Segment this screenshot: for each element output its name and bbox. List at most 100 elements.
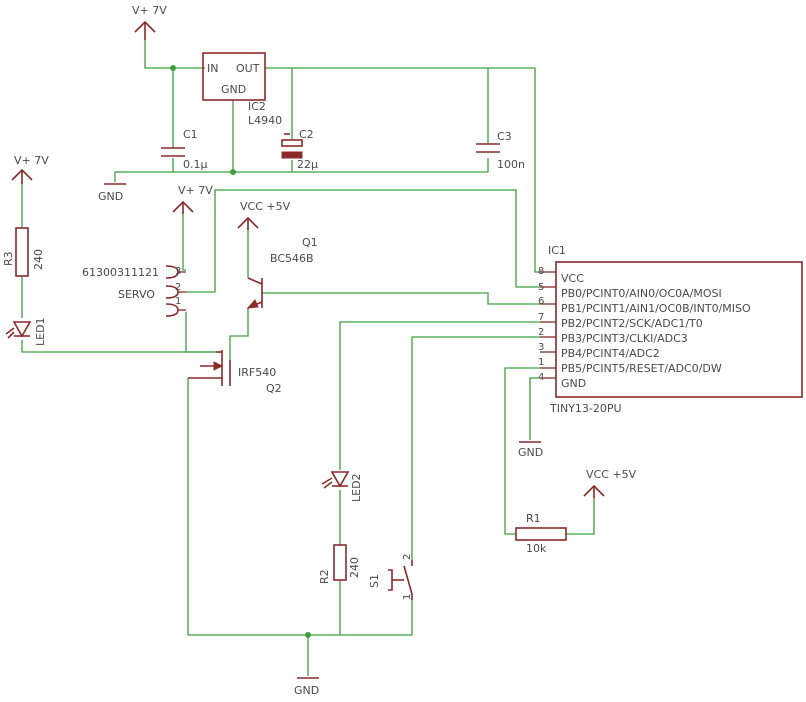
ic2-name: IC2: [248, 100, 266, 113]
q1-value: BC546B: [270, 252, 314, 265]
ic1-pin-num-3: 7: [538, 312, 544, 323]
ic2-pin-out: OUT: [236, 62, 260, 75]
c2-value: 22μ: [297, 158, 318, 171]
servo-connector: 3 2 1 61300311121 SERVO: [82, 265, 186, 317]
servo-pin1: 1: [175, 296, 181, 307]
supply-vcc5-q1: VCC +5V: [237, 200, 291, 230]
ic2-pin-in: IN: [207, 62, 218, 75]
led2-name: LED2: [350, 473, 363, 502]
transistor-q1: Q1 BC546B: [246, 236, 318, 309]
ic1-pin-label-4: PB3/PCINT3/CLKI/ADC3: [561, 332, 688, 345]
supply-vcc5-r1: VCC +5V: [583, 468, 637, 498]
junctions: [170, 65, 311, 638]
supply-vplus7-top: V+ 7V: [132, 4, 167, 40]
junction-vin: [170, 65, 176, 71]
s1-name: S1: [368, 574, 381, 588]
wire-pb2-led2: [339, 321, 540, 470]
wire-servo-vplus: [182, 212, 186, 271]
wire-servo-gnd: [185, 312, 216, 353]
wire-q1-q2: [229, 308, 249, 360]
c3-name: C3: [497, 130, 512, 143]
led-led2: LED2: [321, 471, 363, 502]
r2-name: R2: [318, 569, 331, 584]
wire-ic1-gnd: [529, 377, 540, 440]
s1-pin1: 1: [402, 594, 413, 600]
ic1-pin-num-5: 3: [538, 342, 544, 353]
q2-name: Q2: [266, 382, 282, 395]
ic1-microcontroller: IC1 TINY13-20PU 8 5 6 7 2 3 1 4 VCC PB0/…: [538, 244, 803, 415]
ic2-value: L4940: [248, 114, 282, 127]
ic1-pin-num-0: 8: [538, 266, 544, 277]
q1-name: Q1: [302, 236, 318, 249]
label-vplus7-top: V+ 7V: [132, 4, 167, 17]
wire-pb5-r1: [504, 367, 540, 535]
ic1-pin-num-6: 1: [538, 357, 544, 368]
ic1-pin-label-7: GND: [561, 377, 586, 390]
label-vplus7-left: V+ 7V: [14, 154, 49, 167]
capacitor-c1: C1 0.1μ: [161, 128, 208, 171]
ic1-pin-label-2: PB1/PCINT1/AIN1/OC0B/INT0/MISO: [561, 302, 751, 315]
label-gnd-bottom: GND: [294, 684, 319, 697]
s1-pin2: 2: [402, 554, 413, 560]
supply-vplus7-servo: V+ 7V: [172, 184, 213, 214]
label-vcc5-r1: VCC +5V: [586, 468, 637, 481]
ic1-pin-num-4: 2: [538, 327, 544, 338]
mosfet-q2: IRF540 Q2: [188, 350, 282, 395]
ground-bottom: GND: [294, 677, 319, 697]
capacitor-c2: C2 22μ: [281, 128, 318, 171]
resistor-r1: R1 10k: [515, 512, 567, 555]
wire-pb1-q1: [262, 292, 540, 305]
wire-pb0-servo: [186, 189, 540, 293]
ic1-pin-num-7: 4: [538, 372, 544, 383]
resistor-r3: R3 240: [2, 227, 45, 277]
wire-vin: [144, 40, 205, 69]
label-vplus7-servo: V+ 7V: [178, 184, 213, 197]
ic1-pin-num-2: 6: [538, 296, 544, 307]
c1-name: C1: [183, 128, 198, 141]
servo-part-number: 61300311121: [82, 266, 159, 279]
junction-gnd-rail: [230, 169, 236, 175]
ic1-pin-label-3: PB2/PCINT2/SCK/ADC1/T0: [561, 317, 703, 330]
led1-name: LED1: [34, 317, 47, 346]
servo-pin2: 2: [175, 282, 181, 293]
ic1-pin-label-1: PB0/PCINT0/AIN0/OC0A/MOSI: [561, 287, 722, 300]
ic1-value: TINY13-20PU: [549, 402, 622, 415]
led-led1: LED1: [5, 317, 47, 346]
ic2-regulator: IN OUT GND IC2 L4940: [202, 52, 282, 127]
label-gnd-ic1: GND: [518, 446, 543, 459]
ic1-pin-num-1: 5: [538, 282, 544, 293]
c1-value: 0.1μ: [183, 158, 208, 171]
wire-q2-source: [187, 378, 413, 636]
ground-top: GND: [98, 183, 126, 203]
wire-led1-drain: [21, 340, 216, 353]
capacitor-c3: C3 100n: [476, 130, 525, 171]
ic1-pin-label-5: PB4/PCINT4/ADC2: [561, 347, 660, 360]
q2-value: IRF540: [238, 366, 276, 379]
wires: [21, 40, 595, 676]
c3-value: 100n: [497, 158, 525, 171]
ic1-pin-label-0: VCC: [561, 272, 584, 285]
ground-ic1: GND: [518, 441, 543, 459]
label-vcc5-q1: VCC +5V: [240, 200, 291, 213]
junction-gnd-bottom: [305, 632, 311, 638]
ic1-pin-label-6: PB5/PCINT5/RESET/ADC0/DW: [561, 362, 722, 375]
r3-name: R3: [2, 251, 15, 266]
ic1-name: IC1: [548, 244, 566, 257]
wire-vout-rail: [265, 67, 540, 273]
ic2-pin-gnd: GND: [221, 83, 246, 96]
r1-name: R1: [526, 512, 541, 525]
wire-pb3-s1: [411, 336, 540, 560]
wire-gnd-rail: [114, 158, 489, 182]
wire-r1-vcc: [566, 496, 595, 535]
c2-name: C2: [299, 128, 314, 141]
r3-value: 240: [32, 249, 45, 270]
supply-vplus7-left: V+ 7V: [11, 154, 49, 184]
r1-value: 10k: [526, 542, 547, 555]
label-gnd-top: GND: [98, 190, 123, 203]
resistor-r2: R2 240: [318, 544, 361, 584]
servo-pin3: 3: [175, 266, 181, 277]
r2-value: 240: [348, 557, 361, 578]
switch-s1: 2 1 S1: [368, 554, 413, 600]
servo-label: SERVO: [118, 288, 155, 301]
